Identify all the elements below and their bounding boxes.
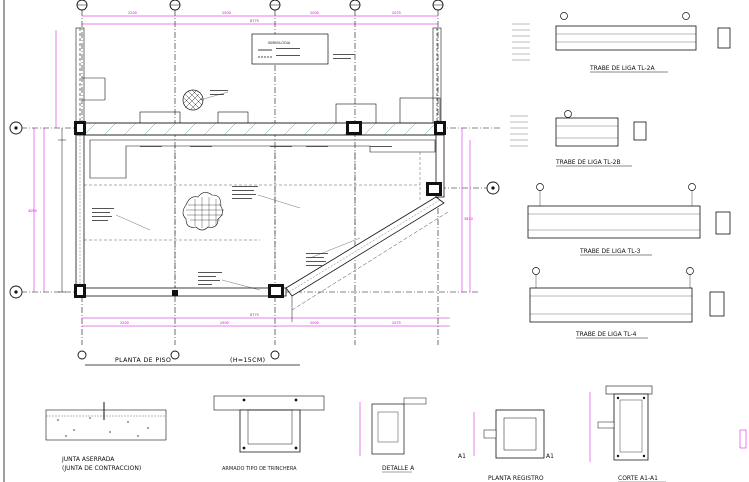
svg-text:4050: 4050 xyxy=(28,209,37,213)
plan-note: (H=15CM) xyxy=(230,357,265,364)
detail-junta-title: JUNTA ASERRADA xyxy=(61,456,115,463)
trabe-tl-3-title: TRABE DE LIGA TL-3 xyxy=(579,248,641,255)
plan-title: PLANTA DE PISO xyxy=(115,357,171,364)
detail-junta-subtitle: (JUNTA DE CONTRACCION) xyxy=(62,465,141,472)
svg-text:3810: 3810 xyxy=(464,217,473,221)
svg-text:2500: 2500 xyxy=(220,321,229,325)
trabe-tl-2a-title: TRABE DE LIGA TL-2A xyxy=(589,65,655,72)
svg-text:2075: 2075 xyxy=(392,11,401,15)
svg-text:8775: 8775 xyxy=(250,313,259,317)
detail-junta-aserrada: JUNTA ASERRADA (JUNTA DE CONTRACCION) xyxy=(45,402,167,472)
detail-corte-a1: CORTE A1-A1 xyxy=(589,385,666,482)
trabe-tl-3: TRABE DE LIGA TL-3 xyxy=(527,183,731,256)
legend-title: SIMBOLOGIA xyxy=(268,41,291,45)
floor-plan xyxy=(58,121,449,322)
svg-text:2000: 2000 xyxy=(310,11,319,15)
trabe-tl-2b: TRABE DE LIGA TL-2B xyxy=(510,110,647,167)
svg-text:2075: 2075 xyxy=(392,321,401,325)
svg-text:2000: 2000 xyxy=(310,321,319,325)
column-symbol xyxy=(182,89,204,111)
trabe-tl-2a: TRABE DE LIGA TL-2A xyxy=(512,12,731,73)
section-mark-right: A1 xyxy=(546,453,554,460)
detail-corte-title: CORTE A1-A1 xyxy=(618,475,658,482)
detail-trinchera-title: ARMADO TIPO DE TRINCHERA xyxy=(222,466,297,472)
detail-planta-registro: A1 A1 PLANTA REGISTRO xyxy=(458,409,554,482)
svg-text:2200: 2200 xyxy=(128,11,137,15)
section-mark-left: A1 xyxy=(458,453,466,460)
trabe-tl-4: TRABE DE LIGA TL-4 xyxy=(529,267,725,339)
plan-title-block: PLANTA DE PISO (H=15CM) xyxy=(85,357,300,366)
svg-text:8775: 8775 xyxy=(250,19,259,23)
plan-notes xyxy=(92,48,392,291)
detail-a: DETALLE A xyxy=(359,397,427,473)
detail-registro-title: PLANTA REGISTRO xyxy=(488,475,544,482)
trabe-tl-2b-title: TRABE DE LIGA TL-2B xyxy=(555,159,621,166)
trabe-tl-4-title: TRABE DE LIGA TL-4 xyxy=(575,331,637,338)
dimension-lines xyxy=(33,15,471,327)
detail-trinchera: ARMADO TIPO DE TRINCHERA xyxy=(213,395,325,472)
svg-text:2200: 2200 xyxy=(120,321,129,325)
svg-text:2500: 2500 xyxy=(222,11,231,15)
detail-a-title: DETALLE A xyxy=(382,465,415,472)
floor-symbol xyxy=(182,192,224,231)
